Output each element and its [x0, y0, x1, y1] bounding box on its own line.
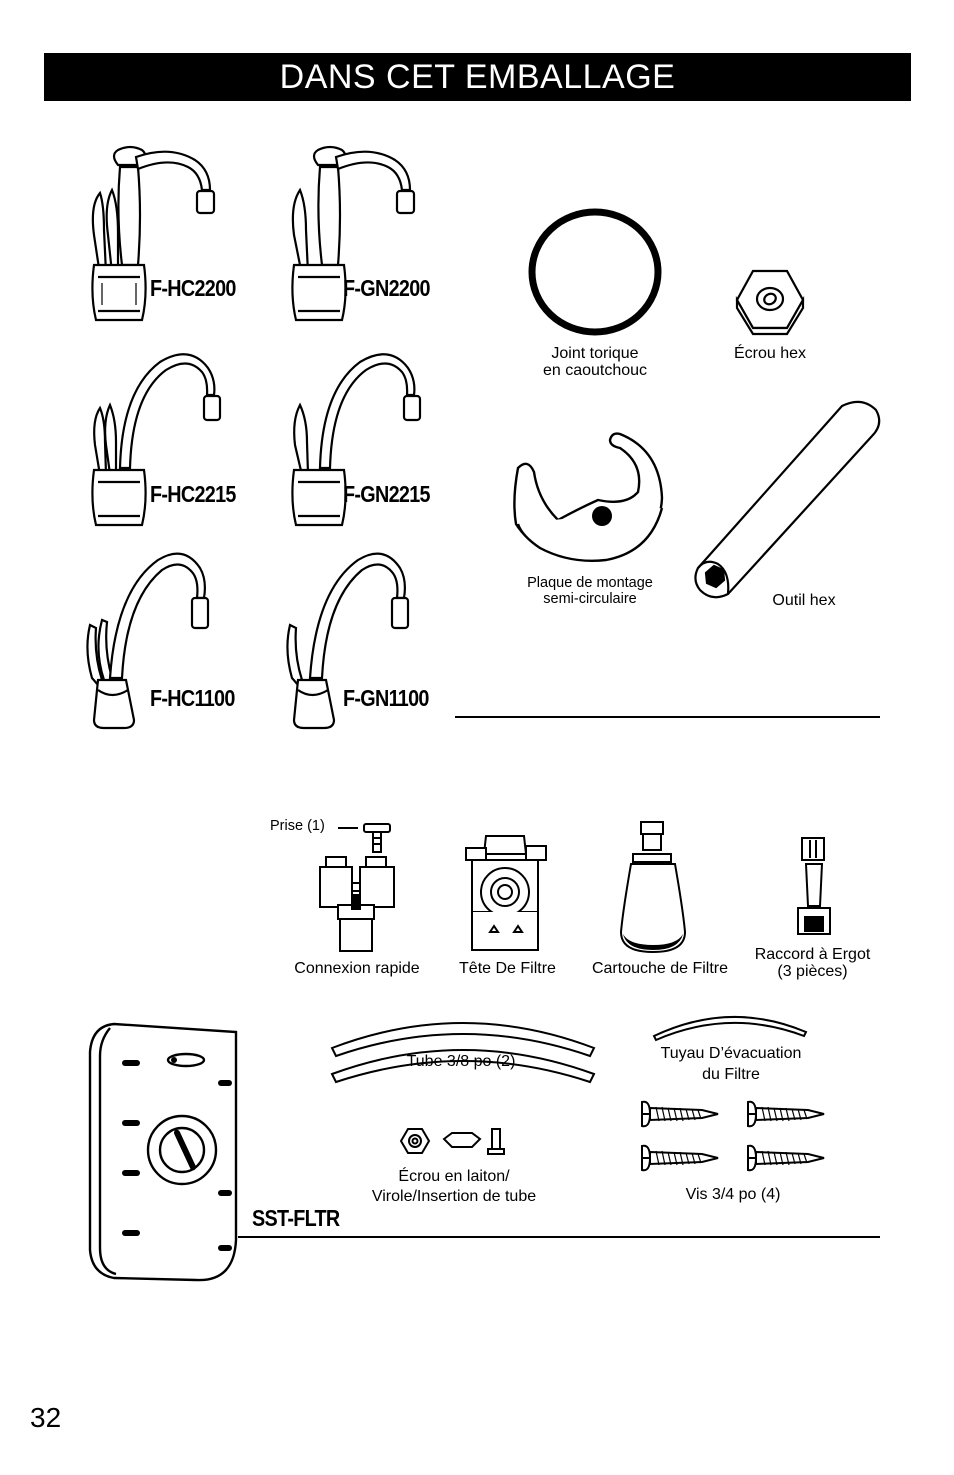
mounting-plate-caption: Plaque de montage semi-circulaire	[527, 575, 653, 607]
section-divider-2	[238, 1236, 880, 1238]
hex-tool-caption: Outil hex	[772, 592, 836, 609]
barb-fitting-caption: Raccord à Ergot (3 pièces)	[754, 946, 871, 980]
hex-nut-icon	[735, 269, 805, 336]
model-label-gn2200: F-GN2200	[343, 275, 431, 301]
barb-fitting-icon	[797, 837, 831, 935]
filter-cartridge-icon	[619, 821, 687, 954]
model-label-hc2215: F-HC2215	[150, 481, 236, 507]
model-label-gn2215: F-GN2215	[343, 481, 431, 507]
tube-icon	[330, 1022, 596, 1084]
hex-nut-caption: Écrou hex	[733, 345, 807, 362]
faucet-gn2215-illustration	[291, 353, 422, 527]
screws-caption: Vis 3/4 po (4)	[685, 1186, 781, 1203]
drain-tube-caption: Tuyau D’évacuation du Filtre	[660, 1045, 802, 1083]
o-ring-icon	[528, 208, 662, 336]
plug-icon	[338, 823, 391, 853]
page-title: DANS CET EMBALLAGE	[279, 57, 676, 96]
brass-nut-ferrule-insert-icon	[399, 1128, 505, 1155]
filter-housing-icon	[88, 1022, 238, 1282]
faucet-hc2200-illustration	[91, 145, 216, 322]
faucet-hc1100-illustration	[86, 552, 210, 730]
page-title-bar: DANS CET EMBALLAGE	[44, 53, 911, 101]
model-label-hc2200: F-HC2200	[150, 275, 236, 301]
model-label-gn1100: F-GN1100	[343, 685, 429, 711]
filter-head-caption: Tête De Filtre	[459, 960, 556, 977]
section-divider-1	[455, 716, 880, 718]
quick-connect-caption: Connexion rapide	[294, 960, 420, 977]
page-number: 32	[30, 1402, 62, 1433]
filter-cartridge-caption: Cartouche de Filtre	[591, 960, 729, 977]
hex-tool-icon	[694, 400, 881, 599]
screws-icon	[641, 1100, 825, 1172]
faucet-gn1100-illustration	[286, 552, 410, 730]
kit-model-label: SST-FLTR	[252, 1205, 340, 1231]
o-ring-caption: Joint torique en caoutchouc	[542, 345, 648, 379]
faucet-hc2215-illustration	[91, 353, 222, 527]
quick-connect-icon	[319, 856, 395, 952]
plug-caption: Prise (1)	[270, 818, 325, 834]
tube-caption: Tube 3/8 po (2)	[406, 1053, 516, 1070]
drain-tube-icon	[652, 1015, 808, 1042]
faucet-gn2200-illustration	[291, 145, 416, 322]
filter-head-icon	[465, 835, 547, 951]
mounting-plate-icon	[513, 432, 664, 562]
brass-nut-caption: Écrou en laiton/ Virole/Insertion de tub…	[371, 1168, 537, 1205]
model-label-hc1100: F-HC1100	[150, 685, 235, 711]
